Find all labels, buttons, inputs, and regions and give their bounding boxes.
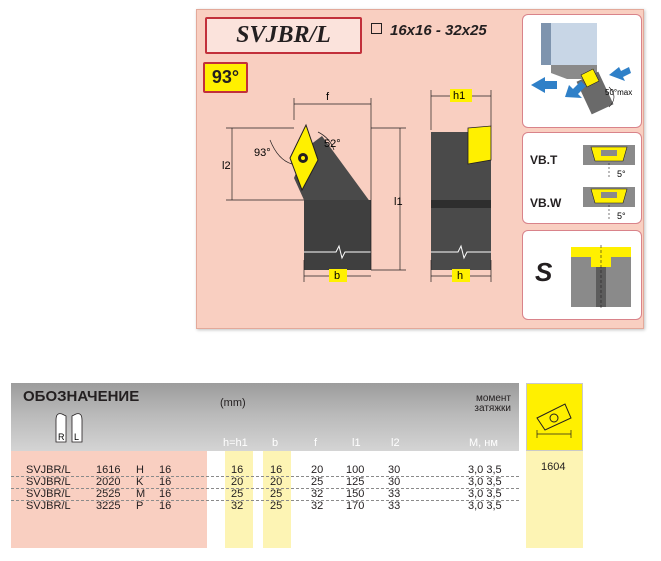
size-range: 16x16 - 32x25 — [371, 22, 487, 39]
clamp-type-letter: S — [535, 257, 553, 287]
size-range-text: 16x16 - 32x25 — [390, 22, 487, 39]
break-line — [304, 244, 371, 260]
top-view — [289, 123, 371, 270]
angle-52-label: 52° — [324, 138, 341, 150]
clearance-diagram: 5° 5° — [583, 145, 635, 221]
torque-label: момент затяжки — [455, 394, 511, 414]
table-row: SVJBR/L 3225 P 16 32 25 32 170 33 3,0 3,… — [26, 500, 502, 512]
col-header-l2: l2 — [391, 437, 400, 449]
dim-b-label: b — [334, 270, 340, 282]
torque-label-line1: момент — [476, 393, 511, 404]
dim-f-label: f — [326, 91, 330, 103]
insert-code: 1604 — [541, 461, 566, 473]
insert-column-band — [526, 451, 583, 548]
col-header-h: h=h1 — [223, 437, 248, 449]
dim-h1-tag — [450, 89, 472, 102]
col-header-f: f — [314, 437, 318, 449]
insert-geometry-panel: VB.T VB.W 5° 5° — [522, 132, 642, 224]
table-row: SVJBR/L 2020 K 16 20 20 25 125 30 3,0 3,… — [11, 476, 519, 489]
designation-title: ОБОЗНАЧЕНИЕ — [23, 388, 140, 405]
clamping-panel: S — [522, 230, 642, 320]
dim-h-tag — [452, 269, 470, 282]
table-row: SVJBR/L 2525 M 16 25 25 32 150 33 3,0 3,… — [11, 488, 519, 501]
dim-h1-label: h1 — [453, 90, 465, 102]
hand-l-label: L — [74, 432, 79, 442]
model-title-box: SVJBR/L — [205, 17, 362, 54]
vbw-label: VB.W — [530, 196, 562, 210]
side-insert — [467, 125, 492, 165]
application-panel: 50°max — [522, 14, 642, 128]
insert-icon — [536, 403, 572, 438]
col-header-torque: M, нм — [469, 437, 498, 449]
col-header-l1: l1 — [352, 437, 361, 449]
square-shank-icon — [371, 23, 382, 34]
feed-arrow-diagonal-icon — [565, 81, 586, 98]
hand-r-label: R — [58, 432, 65, 442]
dim-h-label: h — [457, 270, 463, 282]
ramp-angle-note: 50°max — [605, 88, 632, 97]
b-column-band — [263, 451, 291, 548]
table-row: SVJBR/L 1616 H 16 16 16 20 100 30 3,0 3,… — [11, 464, 519, 477]
shank — [304, 200, 371, 270]
clearance-angle-bottom: 5° — [617, 211, 626, 221]
table-header — [11, 383, 519, 451]
screw-clamp-diagram — [571, 245, 631, 309]
feed-arrow-left-icon — [531, 77, 557, 93]
units-label: (mm) — [220, 397, 246, 409]
hand-icon: R L — [55, 413, 83, 443]
dimension-lines-top — [226, 98, 406, 282]
dim-l2-label: l2 — [222, 160, 231, 172]
vbt-label: VB.T — [530, 153, 558, 167]
side-view — [431, 125, 492, 270]
designation-column-band — [11, 451, 207, 548]
angle-93-label: 93° — [254, 147, 271, 159]
feed-arrow-ramp-icon — [609, 67, 631, 81]
tool-drawing: f l2 l1 93° 52° b h1 h — [222, 89, 492, 282]
torque-label-line2: затяжки — [474, 403, 511, 414]
h-column-band — [225, 451, 253, 548]
dim-b-tag — [329, 269, 347, 282]
col-header-b: b — [272, 437, 279, 449]
insert-header — [526, 383, 583, 451]
application-diagram: 50°max — [531, 23, 632, 115]
model-title: SVJBR/L — [236, 22, 331, 48]
clearance-angle-top: 5° — [617, 169, 626, 179]
dim-l1-label: l1 — [394, 196, 403, 208]
approach-angle-badge: 93° — [203, 62, 248, 93]
